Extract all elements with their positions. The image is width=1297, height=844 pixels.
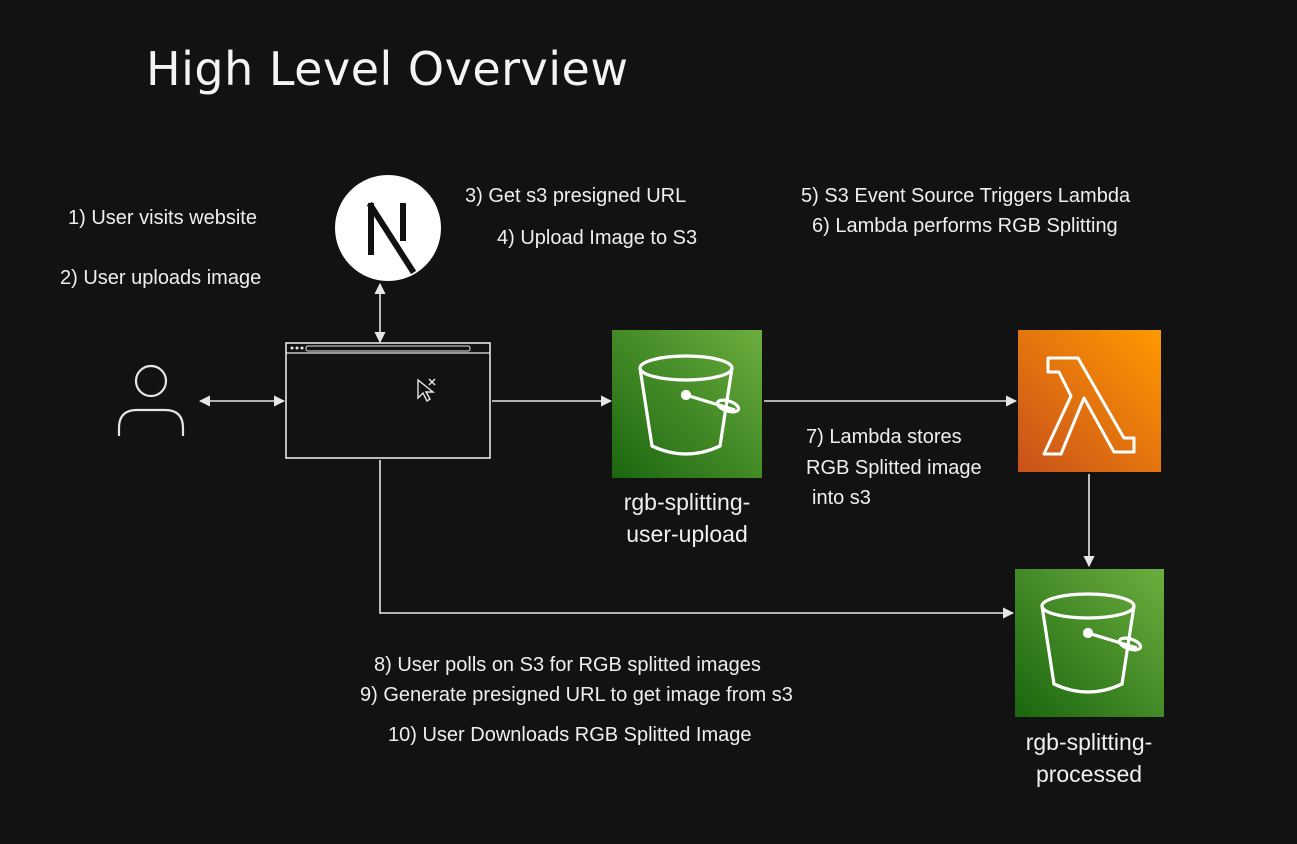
s3-processed-bucket-icon (1015, 569, 1164, 717)
diagram-title: High Level Overview (146, 42, 629, 96)
step-7-label-line-2: RGB Splitted image (806, 457, 982, 479)
upload-bucket-name-line-1: rgb-splitting- (623, 489, 751, 515)
step-1-label: 1) User visits website (68, 207, 257, 229)
step-7-label-line-3: into s3 (812, 487, 871, 509)
processed-bucket-name-line-2: processed (1035, 761, 1143, 787)
browser-window-icon (285, 342, 491, 459)
step-4-label: 4) Upload Image to S3 (497, 227, 698, 249)
processed-bucket-name: rgb-splitting- processed (989, 726, 1189, 790)
step-9-label: 9) Generate presigned URL to get image f… (360, 684, 793, 706)
step-10-label: 10) User Downloads RGB Splitted Image (388, 724, 752, 746)
step-5-label: 5) S3 Event Source Triggers Lambda (801, 185, 1131, 207)
user-icon (117, 364, 185, 436)
lambda-icon (1018, 330, 1161, 472)
step-8-label: 8) User polls on S3 for RGB splitted ima… (374, 654, 761, 676)
processed-bucket-name-line-1: rgb-splitting- (1025, 729, 1153, 755)
step-7-label-line-1: 7) Lambda stores (806, 426, 962, 448)
step-6-label: 6) Lambda performs RGB Splitting (812, 215, 1118, 237)
browser-processed-arrow (379, 460, 1015, 619)
upload-bucket-name-line-2: user-upload (626, 521, 748, 547)
cursor-icon (417, 378, 436, 403)
step-2-label: 2) User uploads image (60, 267, 262, 289)
s3-upload-bucket-icon (612, 330, 762, 478)
step-3-label: 3) Get s3 presigned URL (465, 185, 687, 207)
nextjs-logo-icon (335, 175, 441, 281)
upload-bucket-name: rgb-splitting- user-upload (587, 486, 787, 550)
